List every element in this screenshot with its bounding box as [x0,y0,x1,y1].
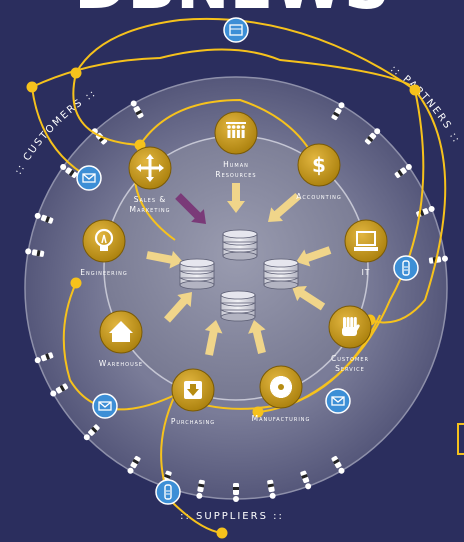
flow-arrow [204,320,223,356]
database-icon [222,229,258,261]
department-label: Marketing [130,205,171,214]
flow-arrow [146,250,183,269]
department-accounting[interactable]: $ Accounting [296,143,342,201]
mail-icon [325,388,351,414]
department-sales_marketing[interactable]: Sales &Marketing [128,146,172,214]
department-label: Accounting [296,192,342,201]
flow-arrows [146,183,332,356]
person-icon [331,102,345,121]
person-icon [127,455,141,474]
database-icon [220,290,256,322]
flow-arrow [175,193,206,224]
flow-arrow [227,183,245,213]
person-icon [60,163,78,179]
house-icon [109,321,133,342]
person-icon [130,100,144,119]
ring-label-suppliers: :: SUPPLIERS :: [180,511,284,522]
department-label: Purchasing [171,417,215,426]
department-label: Resources [215,170,256,179]
person-icon [50,383,69,397]
move-arrows-icon [136,154,164,182]
department-label: Engineering [80,268,127,277]
person-icon [394,163,412,179]
person-icon [364,128,381,145]
person-icon [34,352,54,364]
person-icon [331,455,345,474]
department-warehouse[interactable]: Warehouse [99,310,143,368]
people-figures [25,100,448,502]
department-engineering[interactable]: Engineering [80,219,127,277]
department-label: Manufacturing [252,414,311,423]
person-icon [25,248,45,257]
computer-icon [354,231,378,251]
flow-arrow [248,320,266,354]
department-label: IT [362,268,371,277]
databases [179,229,299,322]
partial-box [457,423,464,455]
flow-arrow [164,292,192,323]
dollar-icon: $ [312,153,326,177]
person-icon [300,470,312,490]
department-manufacturing[interactable]: Manufacturing [252,365,311,423]
database-icon [179,258,215,290]
lightbulb-icon [94,228,114,251]
department-label: Customer [331,354,369,363]
hand-icon [342,317,360,336]
department-label: Sales & [134,195,167,204]
mail-icon [92,393,118,419]
document-icon [223,17,249,43]
people-icon [226,122,246,138]
badges [76,17,419,505]
department-purchasing[interactable]: Purchasing [171,368,215,426]
department-label: Human [223,160,249,169]
gear-icon [270,376,292,398]
connection-nodes [26,67,421,539]
phone-icon [393,255,419,281]
person-icon [267,479,276,499]
flow-arrow [296,246,332,267]
connection-lines [31,17,447,534]
person-icon [83,424,100,441]
person-icon [196,479,205,499]
flow-arrow [292,285,326,311]
mail-icon [76,165,102,191]
download-box-icon [184,381,202,399]
svg-text:$: $ [312,153,326,177]
person-icon [34,212,54,224]
department-it[interactable]: IT [344,219,388,277]
department-label: Warehouse [99,359,143,368]
phone-icon [155,479,181,505]
flow-arrow [268,192,301,222]
department-label: Service [335,364,365,373]
database-icon [263,258,299,290]
person-icon [233,483,239,502]
